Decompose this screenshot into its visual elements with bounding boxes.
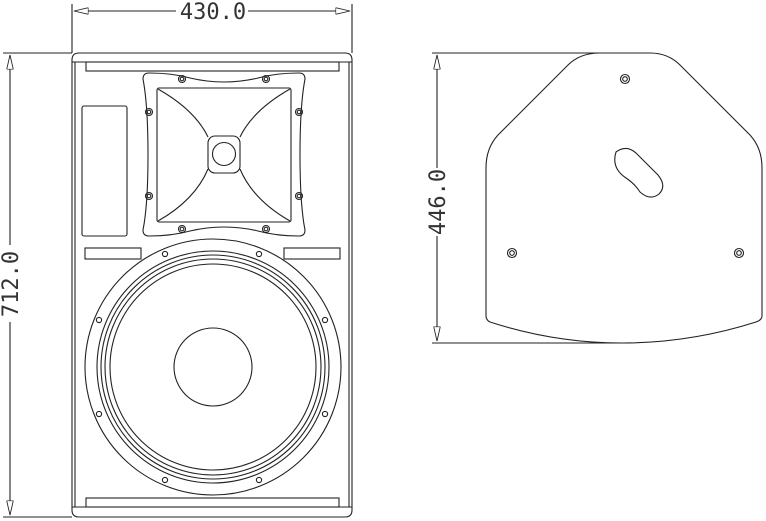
depth-dimension: 446.0 — [426, 52, 620, 344]
height-dimension-label: 712.0 — [0, 251, 24, 317]
port-vent — [81, 105, 128, 237]
screw-hole — [261, 224, 271, 234]
height-dimension: 712.0 — [0, 52, 72, 518]
mount-hole — [506, 247, 518, 259]
left-slot — [84, 247, 142, 260]
mount-hole — [733, 247, 745, 259]
screw-hole — [161, 476, 169, 484]
woofer — [84, 238, 342, 496]
mount-hole — [619, 73, 631, 85]
handle-slot — [614, 147, 664, 198]
top-slot — [85, 61, 340, 72]
screw-hole — [144, 191, 154, 201]
screw-hole — [255, 250, 263, 258]
screw-hole — [261, 74, 271, 84]
screw-hole — [321, 316, 329, 324]
screw-hole — [255, 476, 263, 484]
screw-hole — [161, 250, 169, 258]
screw-hole — [321, 410, 329, 418]
bottom-slot — [85, 497, 340, 508]
right-slot — [283, 247, 341, 260]
screw-hole — [95, 316, 103, 324]
screw-hole — [177, 74, 187, 84]
screw-hole — [144, 107, 154, 117]
side-view — [485, 52, 763, 344]
front-view — [71, 52, 353, 518]
width-dimension: 430.0 — [71, 0, 353, 53]
dust-cap — [173, 327, 253, 407]
width-dimension-label: 430.0 — [180, 0, 246, 25]
screw-hole — [95, 410, 103, 418]
screw-hole — [294, 107, 304, 117]
screw-hole — [294, 191, 304, 201]
screw-hole — [177, 224, 187, 234]
horn-tweeter — [142, 72, 306, 237]
depth-dimension-label: 446.0 — [426, 169, 451, 235]
